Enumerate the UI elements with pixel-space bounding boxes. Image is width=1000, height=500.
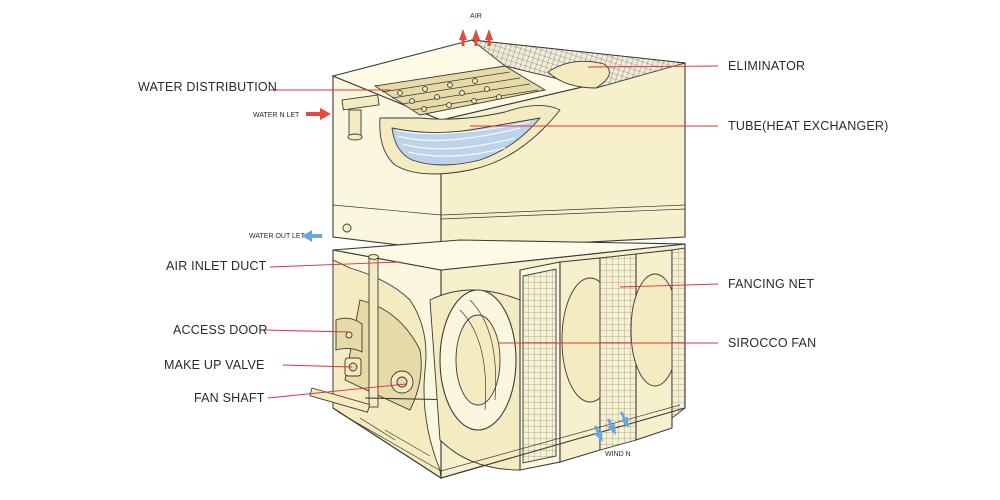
water-distribution-trays [373,65,547,116]
label-air: AIR [470,13,482,20]
wind-inlet-arrows [593,411,629,443]
water-inlet-arrow [306,108,331,120]
make-up-valve [344,357,362,377]
label-water-outlet: WATER OUT LET [249,233,306,240]
lower-cutaway [332,259,442,479]
eliminator-grate [470,39,686,89]
label-access-door: ACCESS DOOR [173,323,268,337]
fan-housing [519,247,686,471]
tube-bundle [379,105,561,175]
leader-lines [262,65,719,399]
label-sirocco-fan: SIROCCO FAN [728,336,816,350]
air-inlet-duct [368,254,379,408]
label-make-up-valve: MAKE UP VALVE [164,358,265,372]
sirocco-fan-drums [429,289,521,471]
access-door [335,317,363,353]
label-fan-shaft: FAN SHAFT [194,391,265,405]
water-inlet-pipe [341,94,380,141]
base-frame [332,404,686,479]
label-water-distribution: WATER DISTRIBUTION [138,80,277,94]
air-outlet-arrows [459,29,493,46]
label-fancing-net: FANCING NET [728,277,814,291]
label-wind-in: WIND N [605,451,631,458]
water-outlet-arrow [302,230,322,242]
nozzle-row [397,78,502,112]
label-tube-heat-exchanger: TUBE(HEAT EXCHANGER) [728,119,889,133]
label-air-inlet-duct: AIR INLET DUCT [166,259,267,273]
label-water-inlet: WATER N LET [253,112,300,119]
label-eliminator: ELIMINATOR [728,59,805,73]
water-outlet-port [342,223,352,233]
